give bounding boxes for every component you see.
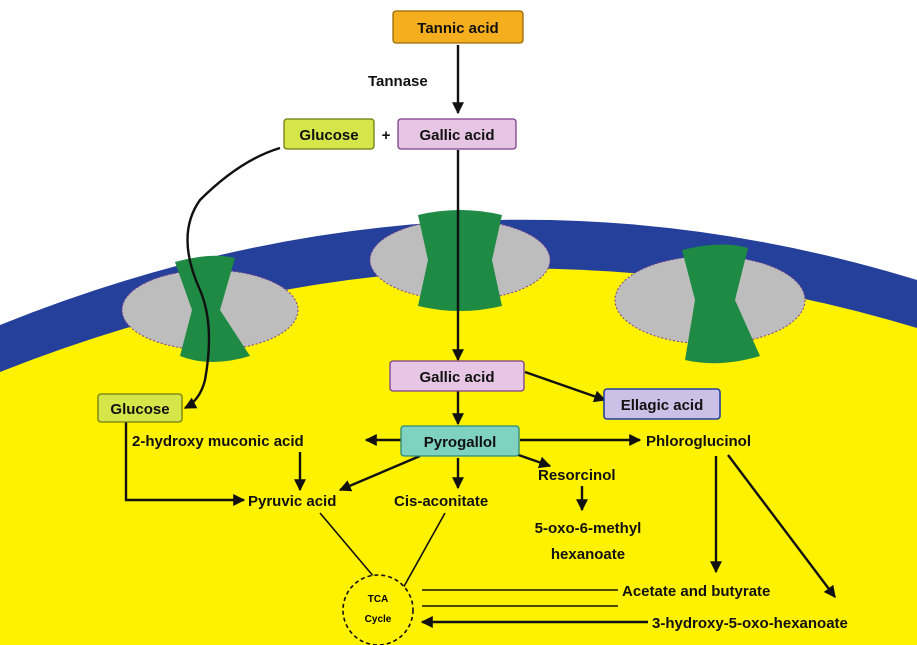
tannic-acid-label: Tannic acid: [417, 20, 498, 37]
tannic-acid-node: Tannic acid: [393, 11, 523, 43]
pyruvic-acid-label: Pyruvic acid: [248, 493, 336, 510]
gallic-acid-inside-node: Gallic acid: [390, 361, 524, 391]
hydroxy-muconic-acid-label: 2-hydroxy muconic acid: [132, 433, 304, 450]
pyrogallol-label: Pyrogallol: [424, 434, 497, 451]
acetate-butyrate-label: Acetate and butyrate: [622, 583, 770, 600]
hydroxy-oxo-hexanoate-label: 3-hydroxy-5-oxo-hexanoate: [652, 615, 848, 632]
plus-sign: +: [382, 127, 391, 144]
gallic-acid-outside-node: Gallic acid: [398, 119, 516, 149]
ellagic-acid-label: Ellagic acid: [621, 397, 704, 414]
gallic-acid-inside-label: Gallic acid: [419, 369, 494, 386]
phloroglucinol-label: Phloroglucinol: [646, 433, 751, 450]
gallic-acid-outside-label: Gallic acid: [419, 127, 494, 144]
oxo-methyl-hexanoate-label-line1: 5-oxo-6-methyl: [535, 520, 642, 537]
glucose-outside-node: Glucose: [284, 119, 374, 149]
resorcinol-label: Resorcinol: [538, 467, 616, 484]
tca-cycle-circle: [343, 575, 413, 645]
tca-label: TCA: [368, 594, 389, 605]
glucose-inside-node: Glucose: [98, 394, 182, 422]
oxo-methyl-hexanoate-label-line2: hexanoate: [551, 546, 625, 563]
glucose-inside-label: Glucose: [110, 401, 169, 418]
pyrogallol-node: Pyrogallol: [401, 426, 519, 456]
tca-cycle-label: Cycle: [365, 614, 392, 625]
glucose-outside-label: Glucose: [299, 127, 358, 144]
ellagic-acid-node: Ellagic acid: [604, 389, 720, 419]
cis-aconitate-label: Cis-aconitate: [394, 493, 488, 510]
tannase-label: Tannase: [368, 73, 428, 90]
